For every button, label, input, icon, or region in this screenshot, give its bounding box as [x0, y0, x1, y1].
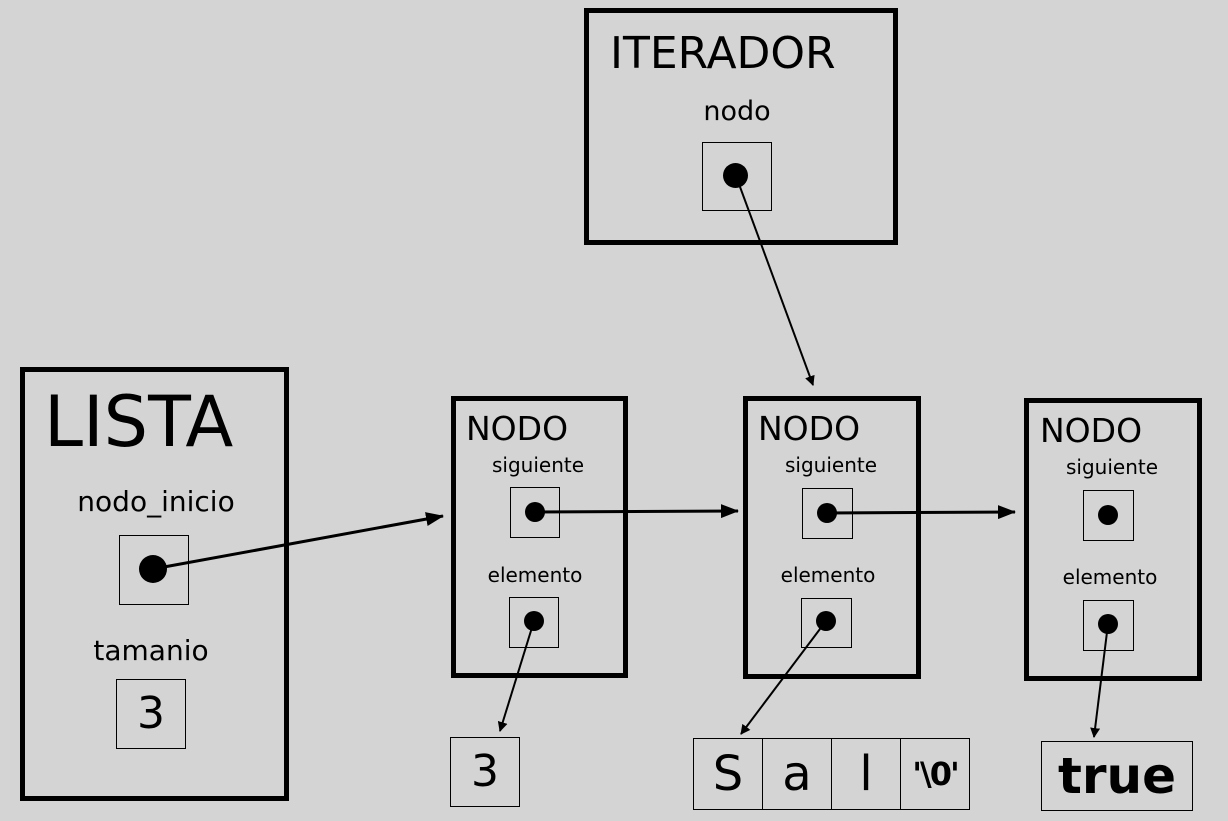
nodo-2-field-elemento-label: elemento — [780, 563, 876, 587]
lista-tamanio-value: 3 — [116, 679, 186, 749]
arrow-nodo-3-to-bool-value — [1090, 623, 1109, 738]
elemento-int-value: 3 — [450, 737, 520, 807]
nodo-1-title: NODO — [466, 409, 569, 448]
nodo-2-elemento-pointer-cell — [801, 598, 852, 648]
nodo-3-siguiente-pointer-dot — [1098, 505, 1118, 525]
nodo-3-title: NODO — [1040, 411, 1143, 450]
arrow-nodo-1-to-nodo-2 — [534, 504, 739, 519]
iterador-title: ITERADOR — [610, 28, 836, 79]
lista-nodo-inicio-pointer-cell — [119, 535, 189, 605]
nodo-1-field-elemento-label: elemento — [487, 563, 583, 587]
elemento-bool-value: true — [1041, 741, 1193, 811]
elemento-string-char-3: '\0' — [900, 738, 970, 810]
lista-struct — [20, 367, 289, 801]
arrow-iterador-to-nodo-2 — [735, 175, 815, 386]
elemento-string-char-1: a — [762, 738, 832, 810]
nodo-2-title: NODO — [758, 409, 861, 448]
arrow-lista-to-nodo-1 — [152, 512, 444, 571]
iterador-struct — [584, 8, 898, 245]
elemento-string-char-0: S — [693, 738, 763, 810]
arrow-nodo-2-to-string-value — [740, 620, 827, 735]
nodo-2-struct — [743, 396, 921, 679]
nodo-3-field-elemento-label: elemento — [1062, 565, 1158, 589]
nodo-1-field-siguiente-label: siguiente — [491, 453, 585, 477]
lista-field-nodo-inicio-label: nodo_inicio — [77, 485, 235, 518]
nodo-3-siguiente-pointer-cell — [1083, 490, 1134, 541]
iterador-field-nodo-label: nodo — [703, 96, 771, 127]
iterador-nodo-pointer-cell — [702, 142, 772, 211]
arrow-nodo-1-to-int-value — [497, 620, 535, 732]
nodo-3-struct — [1024, 398, 1202, 681]
arrow-nodo-2-to-nodo-3 — [826, 505, 1016, 520]
lista-title: LISTA — [44, 381, 234, 463]
nodo-3-field-siguiente-label: siguiente — [1065, 455, 1159, 479]
nodo-2-field-siguiente-label: siguiente — [784, 453, 878, 477]
iterador-nodo-pointer-dot — [723, 163, 748, 188]
nodo-1-struct — [451, 396, 628, 678]
nodo-1-elemento-pointer-cell — [509, 597, 559, 648]
lista-field-tamanio-label: tamanio — [93, 634, 209, 667]
nodo-3-elemento-pointer-cell — [1083, 600, 1134, 651]
